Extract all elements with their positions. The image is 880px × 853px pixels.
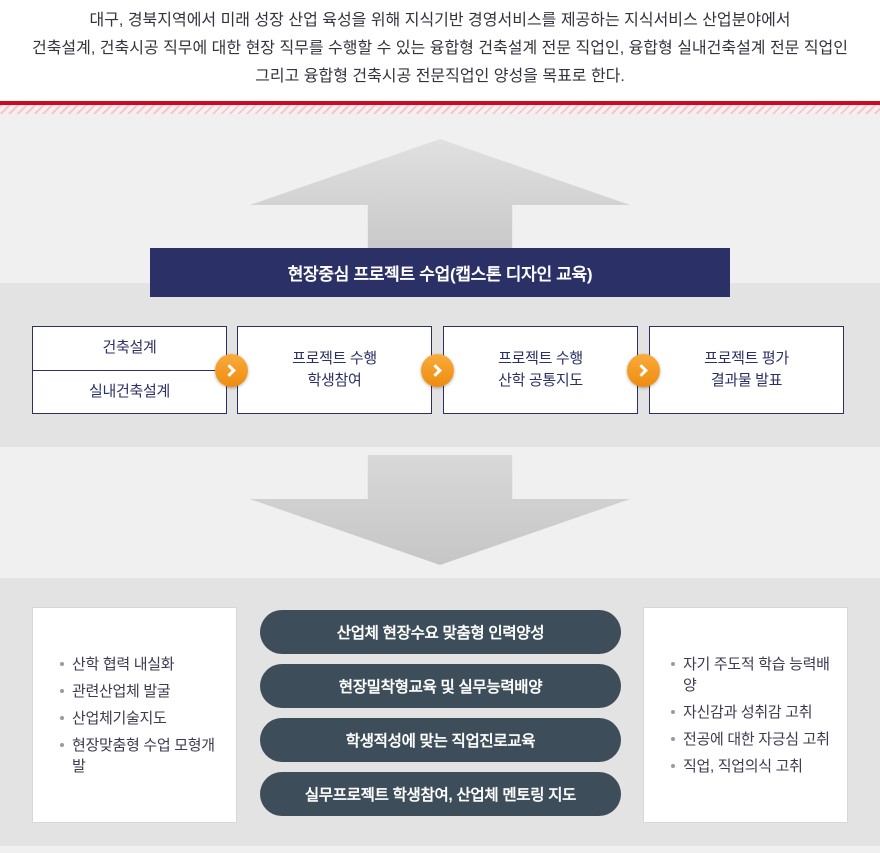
industry-outcomes-list: 산학 협력 내실화 관련산업체 발굴 산업체기술지도 현장맞춤형 수업 모형개발 bbox=[33, 648, 236, 783]
list-item: 산학 협력 내실화 bbox=[60, 654, 222, 675]
list-item: 자기 주도적 학습 능력배양 bbox=[671, 654, 833, 696]
list-item: 관련산업체 발굴 bbox=[60, 681, 222, 702]
goal-pill: 실무프로젝트 학생참여, 산업체 멘토링 지도 bbox=[260, 772, 621, 816]
chevron-glyph bbox=[635, 364, 648, 377]
student-outcomes-box: 자기 주도적 학습 능력배양 자신감과 성취감 고취 전공에 대한 자긍심 고취… bbox=[643, 607, 848, 823]
chevron-right-icon bbox=[421, 354, 454, 387]
goal-pill: 산업체 현장수요 맞춤형 인력양성 bbox=[260, 610, 621, 654]
goal-pill: 학생적성에 맞는 직업진로교육 bbox=[260, 718, 621, 762]
major-interior-architecture-design: 실내건축설계 bbox=[33, 369, 226, 414]
process-step-2-line-1: 프로젝트 수행 bbox=[498, 350, 583, 367]
list-item: 산업체기술지도 bbox=[60, 708, 222, 729]
capstone-banner-title: 현장중심 프로젝트 수업(캡스톤 디자인 교육) bbox=[287, 265, 593, 284]
process-step-3: 프로젝트 평가 결과물 발표 bbox=[649, 326, 844, 414]
industry-outcomes-box: 산학 협력 내실화 관련산업체 발굴 산업체기술지도 현장맞춤형 수업 모형개발 bbox=[32, 607, 237, 823]
chevron-glyph bbox=[429, 364, 442, 377]
list-item: 직업, 직업의식 고취 bbox=[671, 756, 833, 777]
chevron-glyph bbox=[223, 364, 236, 377]
process-step-1-line-1: 프로젝트 수행 bbox=[292, 350, 377, 367]
chevron-right-icon bbox=[215, 354, 248, 387]
process-step-1-line-2: 학생참여 bbox=[307, 372, 362, 389]
capstone-banner: 현장중심 프로젝트 수업(캡스톤 디자인 교육) bbox=[150, 248, 730, 297]
intro-text: 대구, 경북지역에서 미래 성장 산업 육성을 위해 지식기반 경영서비스를 제… bbox=[0, 7, 880, 91]
red-separator-hatch bbox=[0, 105, 880, 114]
student-outcomes-list: 자기 주도적 학습 능력배양 자신감과 성취감 고취 전공에 대한 자긍심 고취… bbox=[644, 648, 847, 783]
list-item: 자신감과 성취감 고취 bbox=[671, 702, 833, 723]
intro-line-2: 건축설계, 건축시공 직무에 대한 현장 직무를 수행할 수 있는 융합형 건축… bbox=[31, 40, 849, 57]
process-step-3-line-2: 결과물 발표 bbox=[710, 372, 783, 389]
process-step-1: 프로젝트 수행 학생참여 bbox=[237, 326, 432, 414]
list-item: 현장맞춤형 수업 모형개발 bbox=[60, 735, 222, 777]
chevron-right-icon bbox=[627, 354, 660, 387]
process-step-2-line-2: 산학 공통지도 bbox=[498, 372, 583, 389]
process-step-2: 프로젝트 수행 산학 공통지도 bbox=[443, 326, 638, 414]
goal-pill: 현장밀착형교육 및 실무능력배양 bbox=[260, 664, 621, 708]
major-architecture-design: 건축설계 bbox=[102, 339, 157, 357]
intro-line-1: 대구, 경북지역에서 미래 성장 산업 육성을 위해 지식기반 경영서비스를 제… bbox=[89, 12, 791, 29]
majors-box: 건축설계 실내건축설계 bbox=[32, 326, 227, 414]
list-item: 전공에 대한 자긍심 고취 bbox=[671, 729, 833, 750]
education-goals: 산업체 현장수요 맞춤형 인력양성 현장밀착형교육 및 실무능력배양 학생적성에… bbox=[260, 610, 621, 816]
process-step-3-line-1: 프로젝트 평가 bbox=[704, 350, 789, 367]
red-separator-line bbox=[0, 101, 880, 105]
intro-line-3: 그리고 융합형 건축시공 전문직업인 양성을 목표로 한다. bbox=[255, 68, 625, 85]
